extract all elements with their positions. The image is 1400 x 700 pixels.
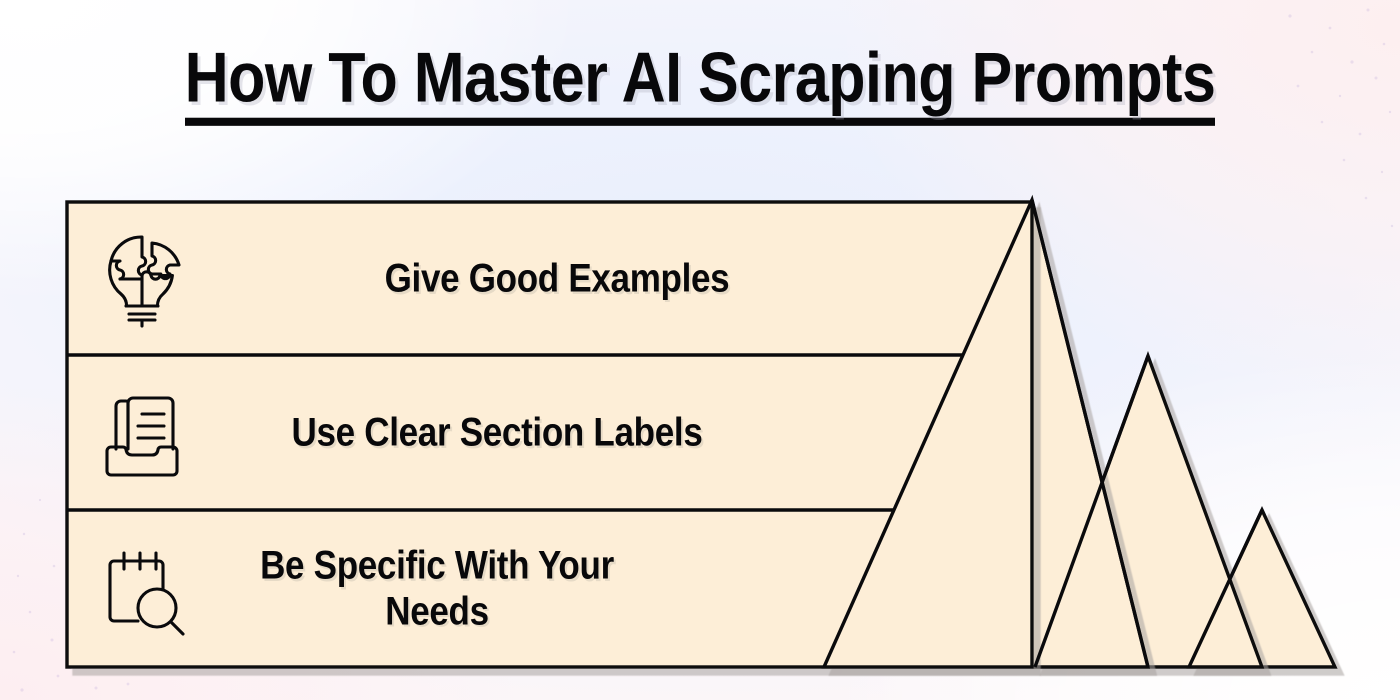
notepad-search-icon xyxy=(67,537,217,641)
list-item[interactable]: Give Good Examples xyxy=(67,202,897,355)
list-item-label: Give Good Examples xyxy=(384,255,730,301)
list-item-label: Be Specific With Your Needs xyxy=(260,542,614,633)
list-item[interactable]: Use Clear Section Labels xyxy=(67,355,897,510)
page-title-container: How To Master AI Scraping Prompts xyxy=(0,40,1400,126)
list-item-label: Use Clear Section Labels xyxy=(291,409,703,455)
page-title: How To Master AI Scraping Prompts xyxy=(184,40,1216,126)
list-item[interactable]: Be Specific With Your Needs xyxy=(67,510,897,667)
panel-slope-overlays xyxy=(822,199,1264,668)
document-tray-icon xyxy=(67,381,217,485)
puzzle-lightbulb-icon xyxy=(67,227,217,331)
row-dividers xyxy=(67,353,963,512)
list-panel xyxy=(65,200,1034,669)
